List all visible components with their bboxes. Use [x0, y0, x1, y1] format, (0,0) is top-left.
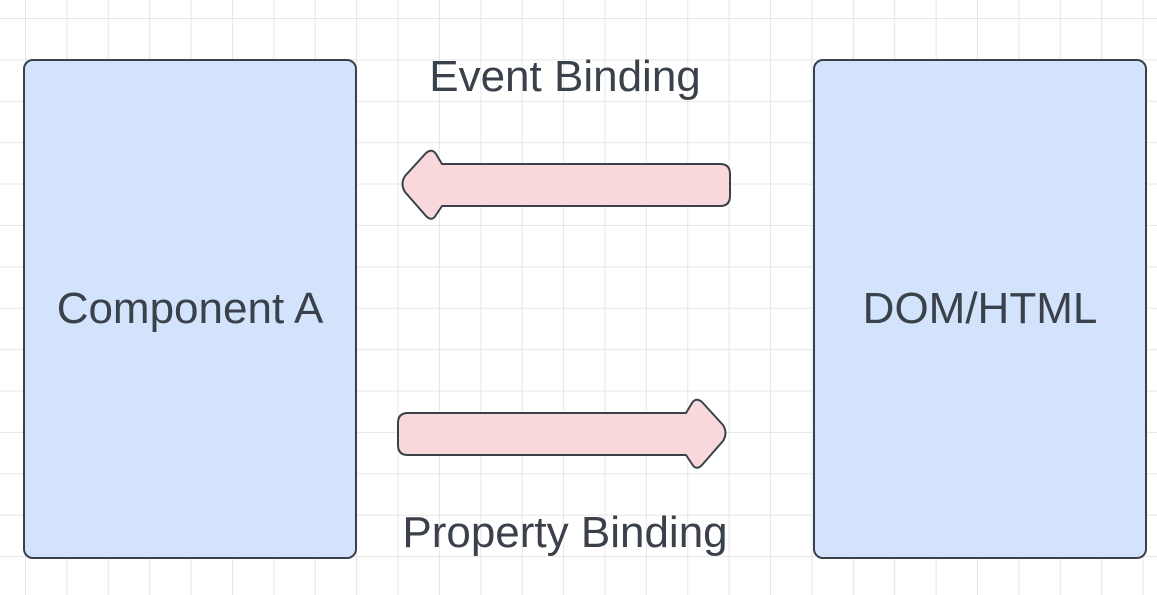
dom-html-box[interactable]: DOM/HTML — [813, 59, 1147, 559]
event-binding-label: Event Binding — [429, 52, 701, 101]
component-a-box[interactable]: Component A — [23, 59, 357, 559]
event-binding-arrow[interactable] — [401, 149, 731, 220]
property-binding-label: Property Binding — [402, 508, 728, 557]
property-binding-arrow[interactable] — [397, 398, 727, 469]
component-a-label: Component A — [56, 284, 324, 333]
dom-html-label: DOM/HTML — [862, 284, 1098, 333]
